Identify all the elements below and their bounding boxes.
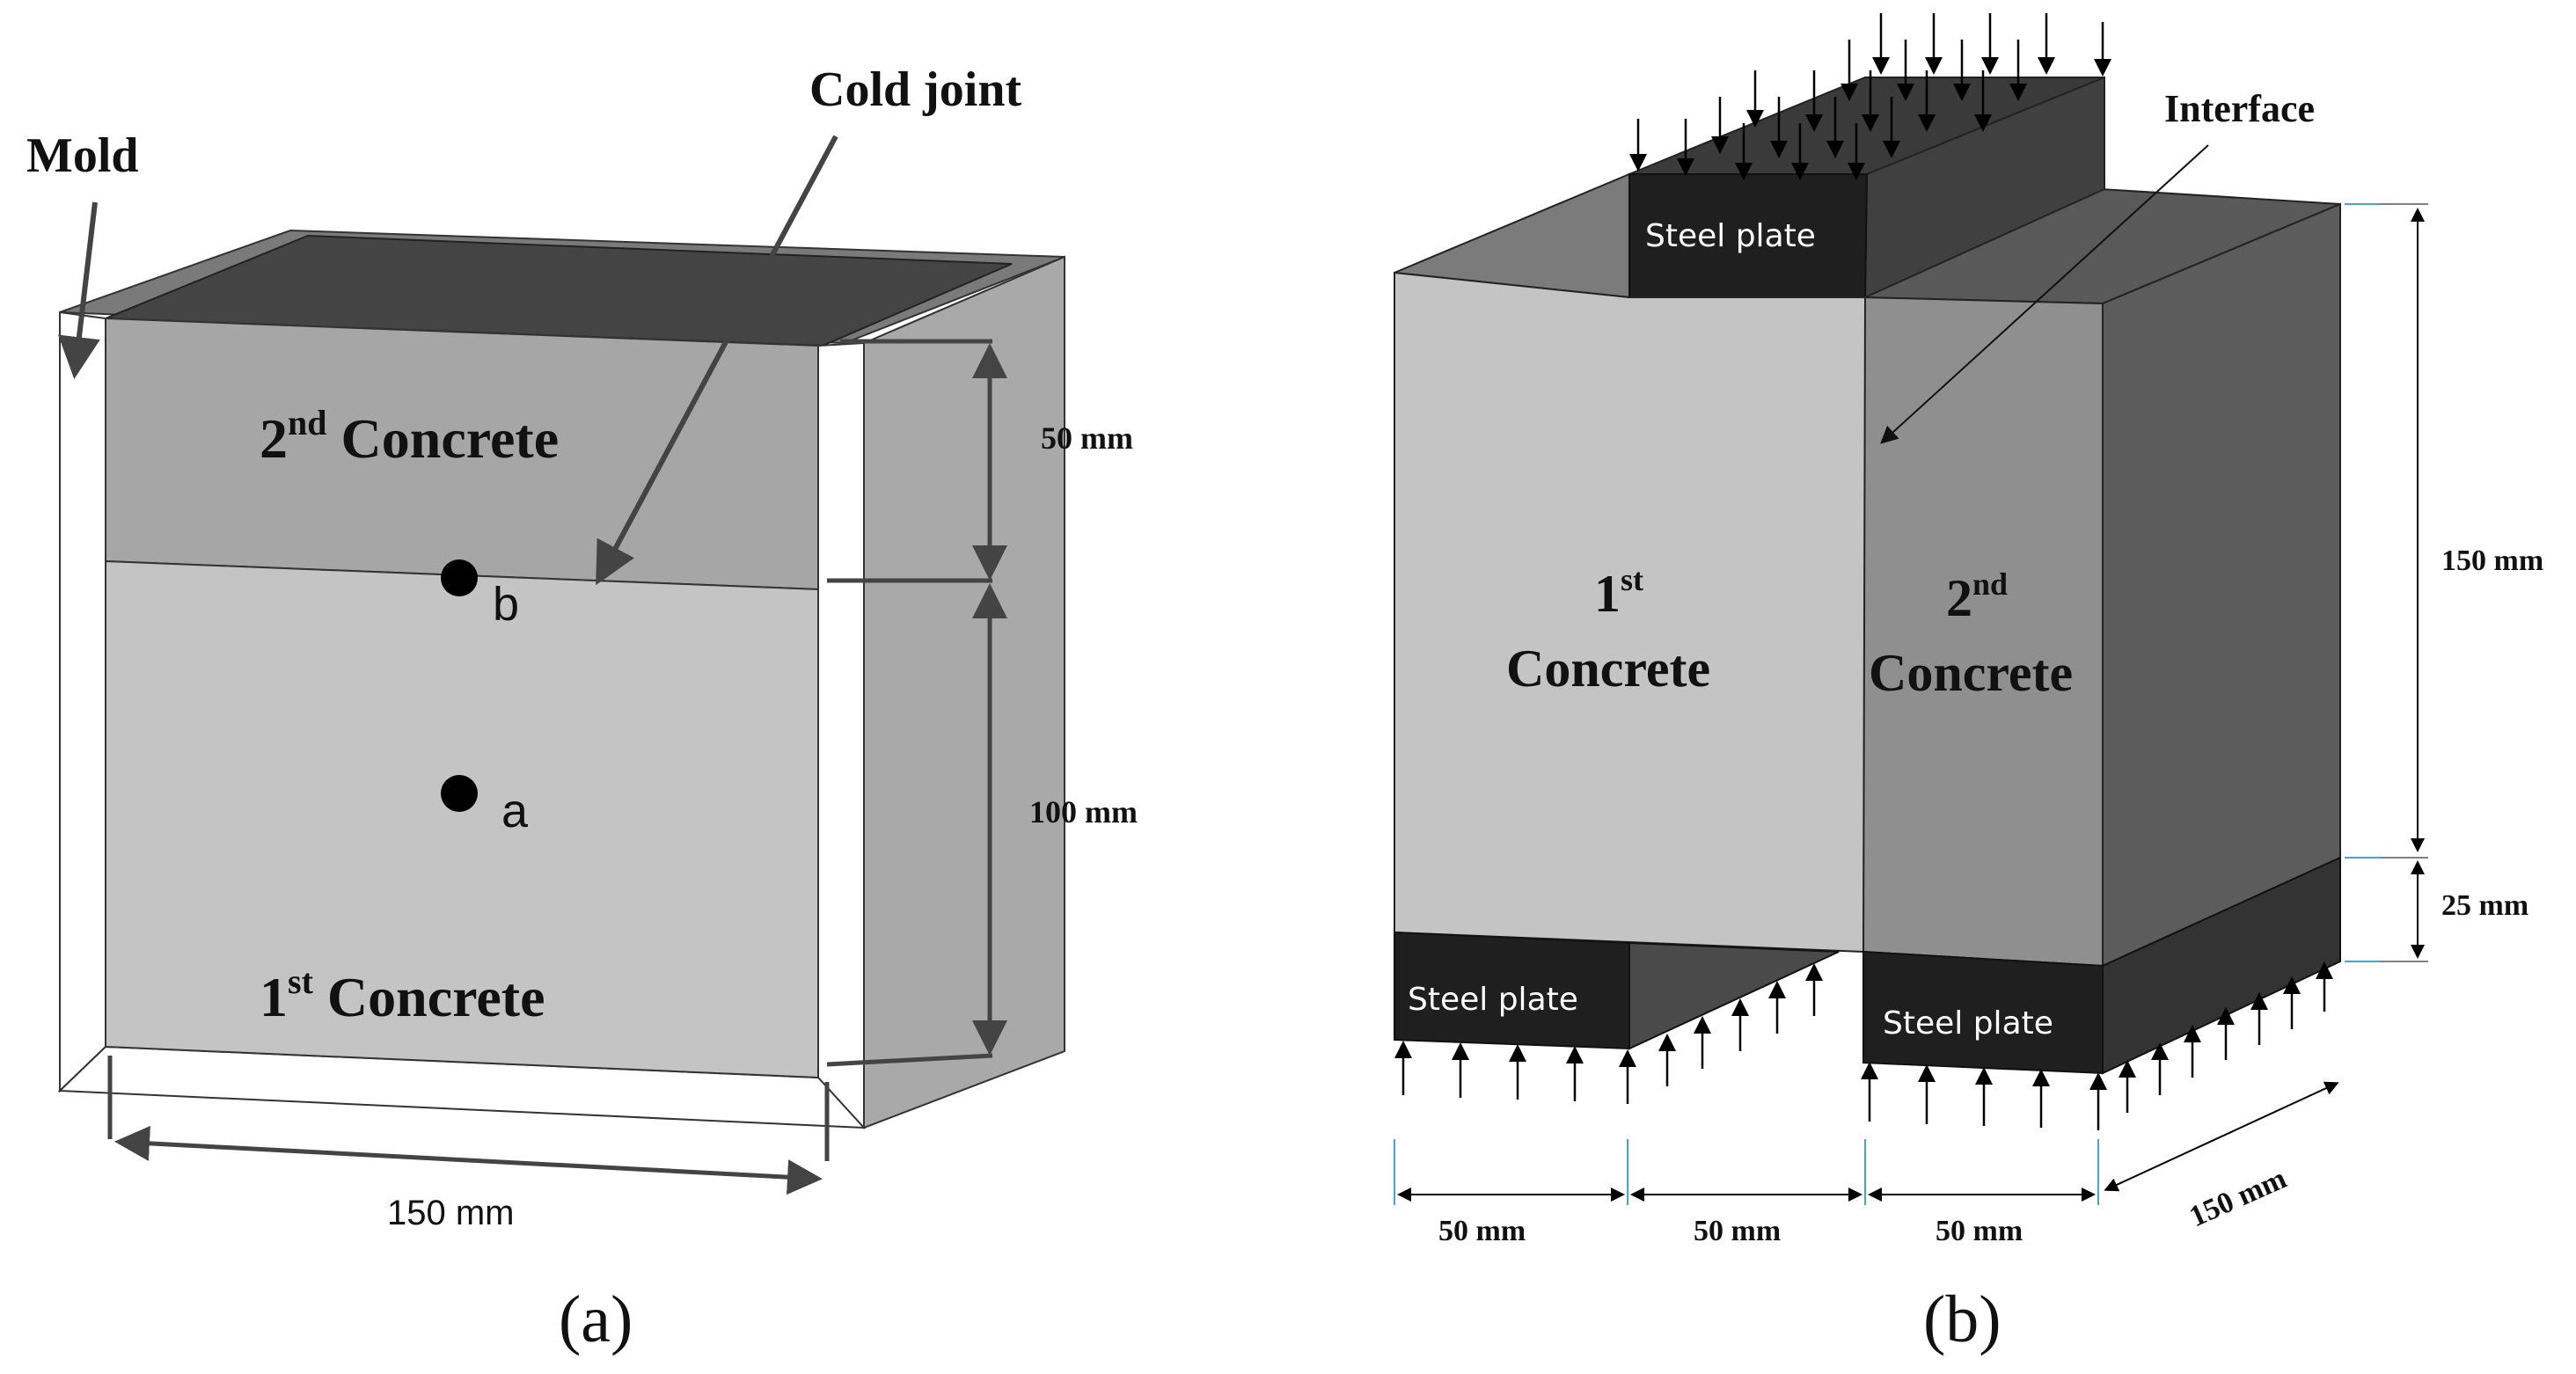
bottom-right-plate-label: Steel plate: [1883, 1005, 2053, 1041]
point-b-label: b: [493, 578, 519, 631]
second-block-front: [1862, 296, 2104, 968]
bottom-left-plate-side: [1628, 941, 1840, 1050]
dim-plate-text: 25 mm: [2441, 889, 2528, 922]
bottom-left-plate-label: Steel plate: [1408, 982, 1578, 1018]
first-concrete-word: Concrete: [1506, 639, 1710, 698]
dim-bottom-text-2: 50 mm: [1694, 1215, 1781, 1247]
dim-bottom-ext: [826, 1053, 993, 1067]
dim-middle-text: 100 mm: [1029, 794, 1138, 830]
mold-right-side: [863, 255, 1065, 1129]
caption-a: (a): [559, 1283, 633, 1356]
mold-left-wall: [59, 311, 106, 1093]
bottom-left-plate-front: [1394, 931, 1630, 1050]
second-concrete-label: 2nd Concrete: [260, 403, 559, 470]
first-concrete-layer: [105, 559, 819, 1079]
caption-b: (b): [1923, 1283, 2002, 1356]
point-a-label: a: [501, 785, 529, 837]
second-block-side: [2102, 202, 2341, 968]
dim-width-line: [114, 1125, 823, 1195]
first-concrete-label: 1st Concrete: [260, 961, 545, 1028]
panel-b: Steel plate Steel plate Steel plate 1st …: [1394, 13, 2543, 1356]
dim-top-text: 50 mm: [1041, 420, 1133, 456]
first-concrete-ordinal: 1st: [1594, 562, 1643, 623]
first-block-front: [1394, 271, 1867, 954]
top-plate-label: Steel plate: [1645, 218, 1816, 254]
mold-pointer-arrow: [58, 201, 100, 379]
mold-label: Mold: [26, 128, 139, 183]
point-b-marker: [441, 559, 478, 596]
dim-width-text: 150 mm: [387, 1194, 515, 1232]
cold-joint-label: Cold joint: [809, 62, 1021, 117]
dim-depth-line: [2104, 1081, 2339, 1192]
interface-pointer-arrow: [1880, 144, 2209, 444]
dim-bottom-text-1: 50 mm: [1438, 1215, 1526, 1247]
mold-right-wall: [817, 341, 865, 1129]
dim-depth-text: 150 mm: [2184, 1162, 2291, 1233]
interface-label: Interface: [2164, 87, 2315, 130]
panel-a: b a 2nd Concrete 1st Concrete Mold Cold …: [26, 62, 1138, 1356]
second-concrete-word: Concrete: [1869, 644, 2073, 702]
point-a-marker: [441, 775, 478, 812]
cold-joint-pointer-arrow: [596, 135, 838, 586]
second-concrete-ordinal: 2nd: [1946, 566, 2008, 627]
dim-height-text: 150 mm: [2441, 544, 2543, 577]
dim-bottom-text-3: 50 mm: [1936, 1215, 2023, 1247]
top-load-arrows: [1629, 13, 2111, 180]
